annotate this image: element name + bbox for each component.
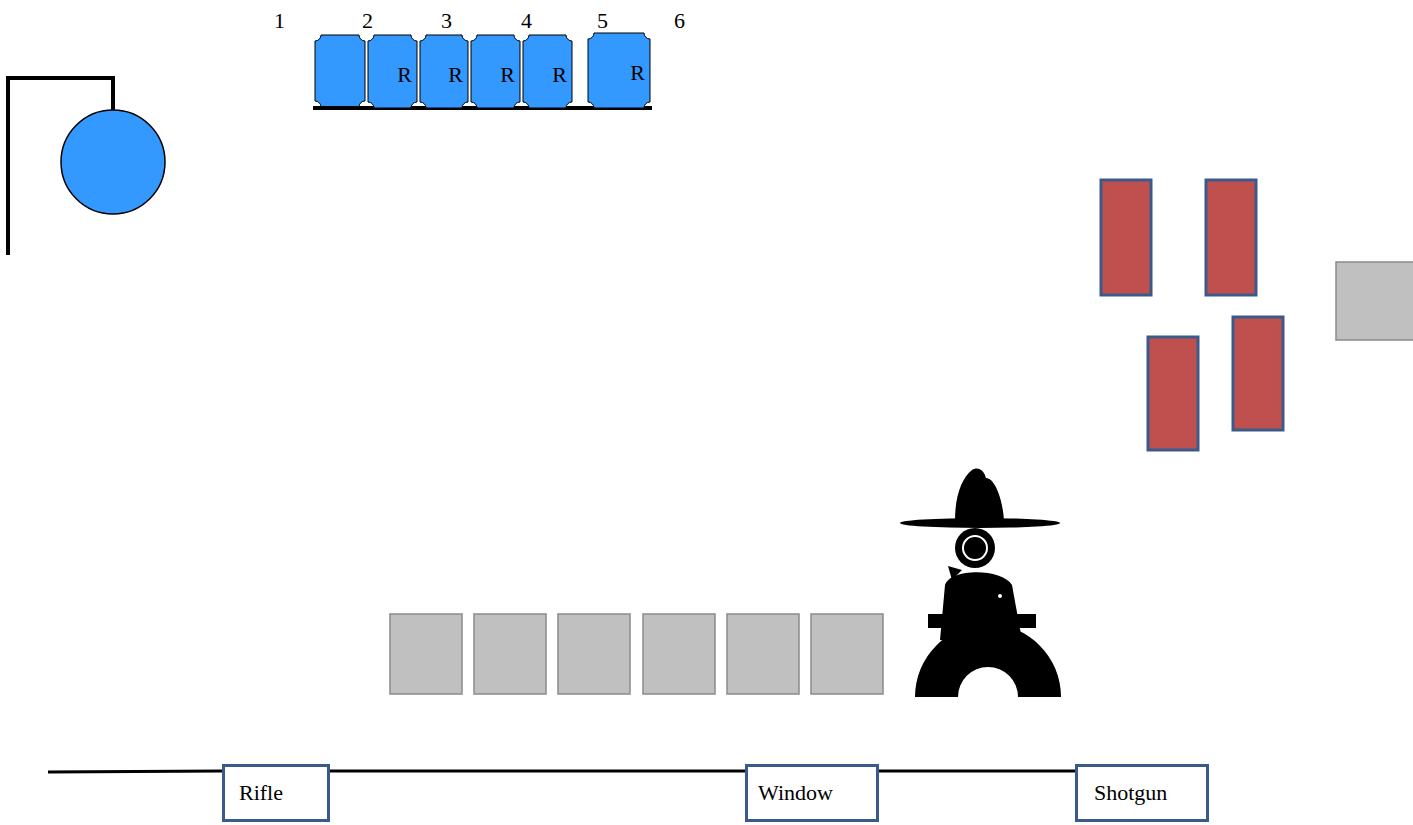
target-letter: R xyxy=(588,61,645,85)
gray-target xyxy=(558,614,630,694)
target-letter: R xyxy=(471,63,515,87)
target-number: 1 xyxy=(274,10,285,32)
target-letter: R xyxy=(368,63,412,87)
red-target xyxy=(1101,180,1151,295)
red-target xyxy=(1206,180,1256,295)
position-label: Window xyxy=(758,781,866,805)
head xyxy=(955,528,995,568)
target-shape xyxy=(588,33,650,108)
target-letter: R xyxy=(420,63,463,87)
gray-target xyxy=(643,614,715,694)
target-number: 2 xyxy=(362,10,373,32)
arm xyxy=(1014,614,1036,628)
gray-target xyxy=(811,614,883,694)
arm xyxy=(928,614,950,628)
gray-target xyxy=(1336,262,1413,340)
target-shape xyxy=(471,35,520,108)
position-label: Shotgun xyxy=(1094,781,1196,805)
knockdown-target: R xyxy=(588,33,650,108)
knockdown-target: R xyxy=(523,35,572,108)
red-target xyxy=(1148,337,1198,450)
position-box: Shotgun xyxy=(1075,764,1209,822)
fault-line xyxy=(330,770,745,773)
target-shape xyxy=(368,35,417,108)
position-box: Rifle xyxy=(222,764,330,822)
hanging-plate xyxy=(61,110,165,214)
gray-target xyxy=(390,614,462,694)
knockdown-target: R xyxy=(368,35,417,108)
fault-line xyxy=(879,770,1075,773)
gray-targets xyxy=(390,614,883,694)
badge xyxy=(998,594,1002,598)
hat-crown xyxy=(955,468,1004,521)
cowboy-figure xyxy=(900,468,1061,697)
position-label: Rifle xyxy=(239,781,317,805)
gray-target xyxy=(474,614,546,694)
red-targets xyxy=(1101,180,1283,450)
target-number: 6 xyxy=(674,10,685,32)
target-shape xyxy=(523,35,572,108)
red-target xyxy=(1233,317,1283,430)
knockdown-target: R xyxy=(471,35,520,108)
gray-target xyxy=(727,614,799,694)
target-number: 4 xyxy=(521,10,532,32)
position-box: Window xyxy=(745,764,879,822)
knockdown-target xyxy=(315,35,365,107)
target-shape xyxy=(420,35,468,108)
target-number: 3 xyxy=(441,10,452,32)
target-letter: R xyxy=(523,63,567,87)
face-ring xyxy=(963,536,987,560)
table-arc xyxy=(915,624,1061,697)
target-number: 5 xyxy=(597,10,608,32)
fault-line xyxy=(48,771,222,772)
knockdown-target: R xyxy=(420,35,468,108)
